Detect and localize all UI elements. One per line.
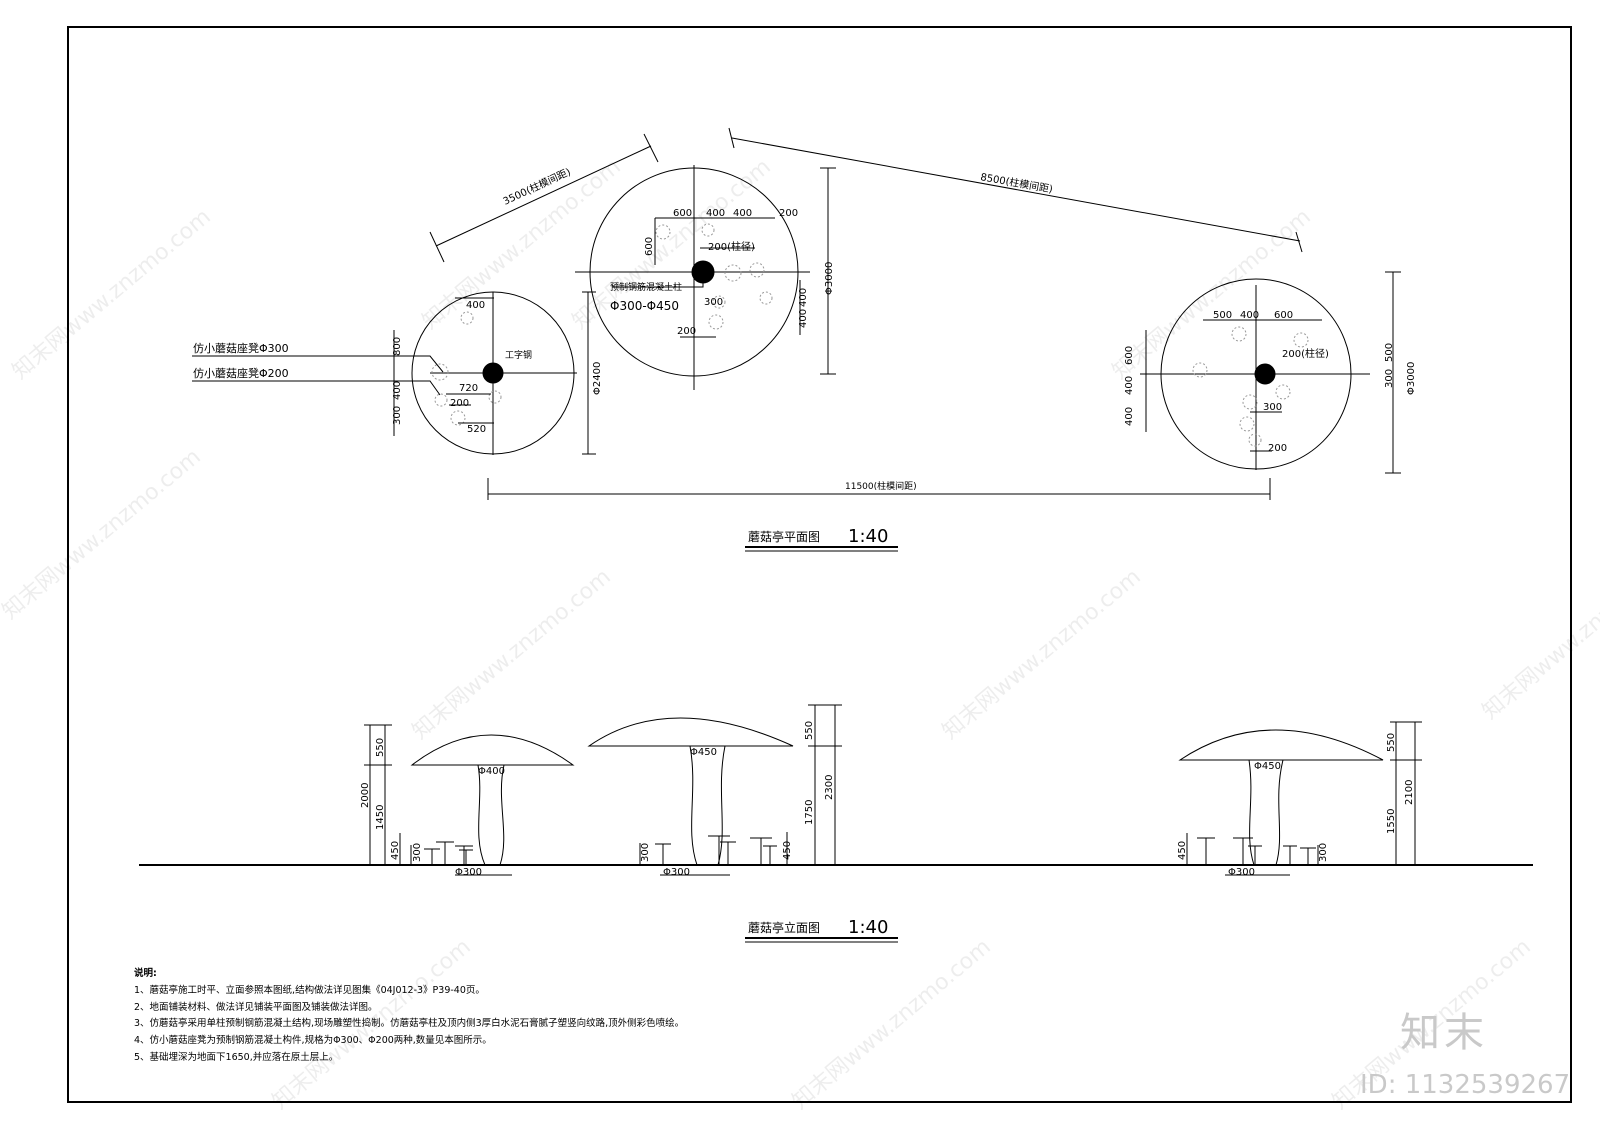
notes-heading: 说明: [134,968,157,979]
dim-r300v: 300 [1384,369,1395,388]
dim-l400: 400 [466,300,485,311]
dim-phi3000-mid-label: Φ3000 [824,262,835,295]
column-label: 预制钢筋混凝土柱 [610,281,682,293]
dim-m450: 450 [782,841,793,860]
dim-phi3000-right-label: Φ3000 [1406,362,1417,395]
dim-c400v1: 400 [798,288,809,307]
dim-c200a: 200 [779,208,798,219]
mushroom-right-cap [1178,729,1384,761]
dim-r400: 400 [1240,310,1259,321]
dim-c400a: 400 [706,208,725,219]
dim-rphi450: Φ450 [1254,761,1281,772]
dim-mphi450: Φ450 [690,747,717,758]
dim-r600: 600 [1274,310,1293,321]
dim-c200col: 200(柱径) [708,240,755,253]
watermark-text: 知末网www.znzmo.com [1478,544,1600,724]
dim-l2000: 2000 [360,783,371,808]
plan-scale: 1:40 [848,526,888,547]
elevation-scale: 1:40 [848,917,888,938]
mushroom-right-stem [1248,759,1284,866]
dim-c600v: 600 [644,237,655,256]
mushroom-left-cap [410,734,575,766]
elevation-text: 2000 550 1450 450 300 Φ400 Φ300 Φ450 550… [360,721,1415,938]
dim-r550: 550 [1386,733,1397,752]
dim-8500-label: 8500(柱模间距) [979,170,1053,196]
dim-l450: 450 [390,841,401,860]
dim-lphi400: Φ400 [478,766,505,777]
watermark-text: 知末网www.znzmo.com [408,564,616,744]
mushroom-middle-cap [587,717,794,747]
dim-phi2400-label: Φ2400 [592,362,603,395]
note-item: 4、仿小蘑菇座凳为预制钢筋混凝土构件,规格为Φ300、Φ200两种,数量见本图所… [134,1035,492,1047]
column-right [1254,363,1276,385]
dim-r450: 450 [1177,841,1188,860]
note-item: 3、仿蘑菇亭采用单柱预制钢筋混凝土结构,现场雕塑性捣制。仿蘑菇亭柱及顶内侧3厚白… [134,1018,685,1030]
note-item: 2、地面铺装材料、做法详见铺装平面图及铺装做法详图。 [134,1001,378,1013]
dim-c400v2: 400 [798,309,809,328]
column-middle [691,260,715,284]
dim-m2300: 2300 [824,775,835,800]
plan-title: 蘑菇亭平面图 [748,529,820,544]
dim-3500-line [435,145,652,247]
dim-l800: 800 [392,337,403,356]
dim-r1550: 1550 [1386,809,1397,834]
dim-r600v: 600 [1124,346,1135,365]
dim-rphi300: Φ300 [1228,867,1255,878]
dim-c600: 600 [673,208,692,219]
dim-c200b: 200 [677,326,696,337]
watermark-text: 知末网www.znzmo.com [8,204,216,384]
small-stools-middle [655,835,777,865]
watermark-text: 知末网www.znzmo.com [0,444,206,624]
dim-11500-label: 11500(柱模间距) [845,480,917,492]
dim-r400v2: 400 [1124,407,1135,426]
steel-label: 工字钢 [505,349,532,361]
stool300-label: 仿小蘑菇座凳Φ300 [193,341,289,355]
plan-view [192,127,1401,552]
dim-r500: 500 [1213,310,1232,321]
small-stools-left [424,841,473,865]
dim-l1450: 1450 [375,805,386,830]
dim-r400v1: 400 [1124,376,1135,395]
note-item: 1、蘑菇亭施工时平、立面参照本图纸,结构做法详见图集《04J012-3》P39-… [134,984,485,996]
column-left [482,362,504,384]
dim-mphi300: Φ300 [663,867,690,878]
stool200-label: 仿小蘑菇座凳Φ200 [193,366,289,380]
dim-8500-line [731,137,1301,242]
elevation-title: 蘑菇亭立面图 [748,920,820,935]
dim-r300: 300 [1263,402,1282,413]
mushroom-middle-stem [689,745,726,866]
dim-l300: 300 [412,843,423,862]
dim-c400b: 400 [733,208,752,219]
dim-c300: 300 [704,297,723,308]
dim-m1750: 1750 [804,800,815,825]
dim-l520: 520 [467,424,486,435]
dim-lphi300: Φ300 [455,867,482,878]
dim-m550: 550 [804,721,815,740]
dim-m300: 300 [640,843,651,862]
dim-r200: 200 [1268,443,1287,454]
watermark-text: 知末网www.znzmo.com [938,564,1146,744]
elevation-view [139,704,1533,943]
drawing-frame [67,26,1572,1103]
dim-l550: 550 [375,738,386,757]
brand-watermark: 知末 [1400,1010,1488,1056]
dim-r2100: 2100 [1404,780,1415,805]
dim-l300v: 300 [392,406,403,425]
dim-l720: 720 [459,383,478,394]
mushroom-left-stem [477,764,505,866]
dim-l200: 200 [450,398,469,409]
dim-r500v: 500 [1384,343,1395,362]
column-size-label: Φ300-Φ450 [610,299,679,313]
note-item: 5、基础埋深为地面下1650,并应落在原土层上。 [134,1051,339,1063]
image-id-watermark: ID: 1132539267 [1360,1070,1571,1100]
dim-r300: 300 [1318,843,1329,862]
dim-r200col: 200(柱径) [1282,347,1329,360]
small-stools-right [1197,837,1316,865]
dim-l400v: 400 [392,381,403,400]
design-notes: 说明: 1、蘑菇亭施工时平、立面参照本图纸,结构做法详见图集《04J012-3》… [134,966,894,1067]
